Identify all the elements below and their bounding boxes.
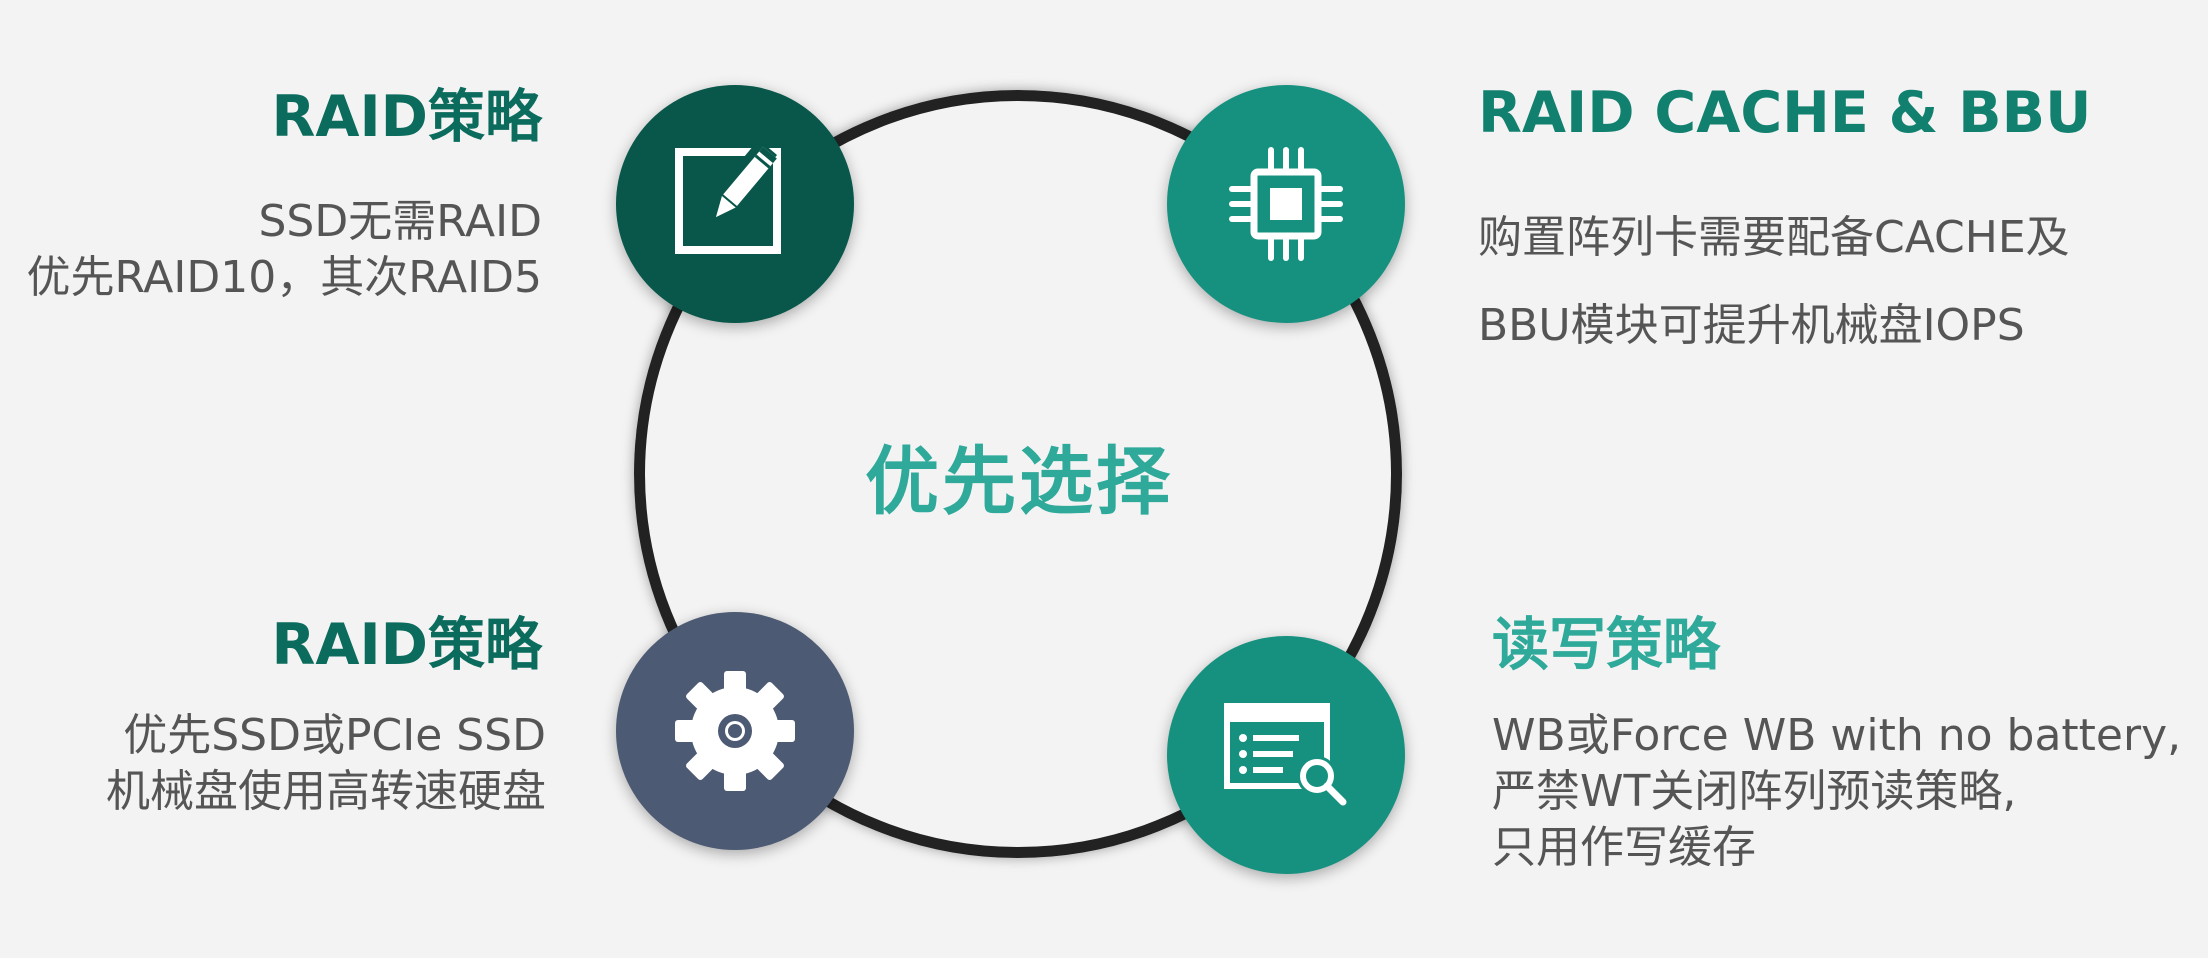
desc-line: 优先RAID10，其次RAID5 bbox=[26, 252, 542, 303]
edit-badge bbox=[616, 85, 854, 323]
node-desc-top-left: SSD无需RAID 优先RAID10，其次RAID5 bbox=[27, 194, 542, 306]
center-label: 优先选择 bbox=[865, 438, 1173, 525]
chip-icon bbox=[1229, 147, 1343, 261]
desc-line: 严禁WT关闭阵列预读策略, bbox=[1492, 766, 2017, 817]
node-desc-bottom-left: 优先SSD或PCIe SSD 机械盘使用高转速硬盘 bbox=[106, 708, 546, 820]
desc-line: BBU模块可提升机械盘IOPS bbox=[1478, 300, 2025, 351]
edit-icon bbox=[675, 144, 781, 254]
search-list-icon bbox=[1224, 703, 1347, 806]
center-circle-ring bbox=[634, 90, 1402, 858]
desc-line: 机械盘使用高转速硬盘 bbox=[106, 766, 546, 817]
node-desc-top-right: 购置阵列卡需要配备CACHE及 BBU模块可提升机械盘IOPS bbox=[1478, 194, 2070, 370]
search-list-badge bbox=[1167, 636, 1405, 874]
desc-line: 优先SSD或PCIe SSD bbox=[123, 710, 546, 761]
desc-line: WB或Force WB with no battery, bbox=[1492, 710, 2182, 761]
node-title-top-left: RAID策略 bbox=[271, 84, 542, 150]
chip-badge bbox=[1167, 85, 1405, 323]
desc-line: 只用作写缓存 bbox=[1492, 822, 1756, 873]
node-title-bottom-left: RAID策略 bbox=[271, 612, 542, 678]
gear-icon bbox=[675, 671, 795, 791]
node-desc-bottom-right: WB或Force WB with no battery, 严禁WT关闭阵列预读策… bbox=[1492, 708, 2181, 876]
gear-badge bbox=[616, 612, 854, 850]
node-title-top-right: RAID CACHE & BBU bbox=[1478, 80, 2092, 146]
desc-line: 购置阵列卡需要配备CACHE及 bbox=[1478, 212, 2070, 263]
node-title-bottom-right: 读写策略 bbox=[1492, 612, 1720, 678]
desc-line: SSD无需RAID bbox=[258, 196, 543, 247]
